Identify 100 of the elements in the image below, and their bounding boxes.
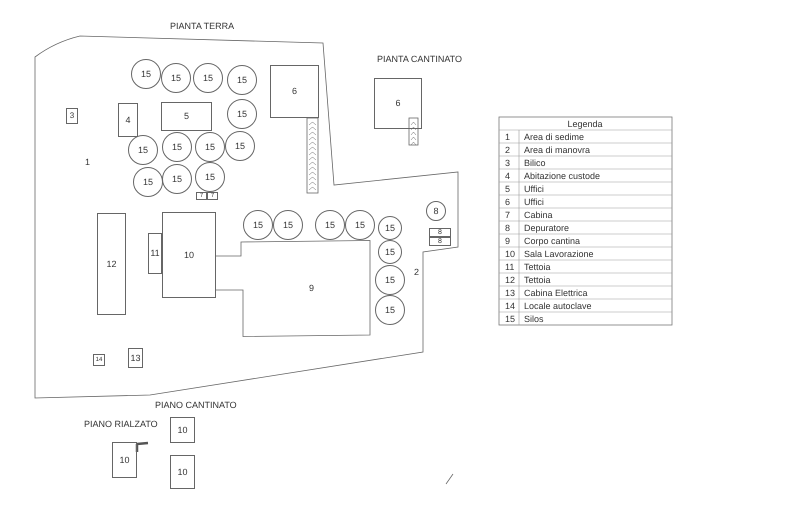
drawing-title: PIANTA TERRA — [170, 22, 234, 31]
area-number: 15 — [252, 220, 263, 230]
area-number: 9 — [308, 284, 314, 293]
silo-circle — [162, 132, 192, 162]
building-outline — [128, 348, 143, 368]
area-number: 15 — [384, 224, 395, 232]
legend-number: 15 — [505, 315, 516, 324]
area-number: 11 — [150, 249, 160, 258]
area-number: 15 — [384, 306, 395, 314]
legend-number: 5 — [505, 185, 510, 194]
silo-circle — [375, 295, 405, 325]
drawing-title: PIANO CANTINATO — [155, 401, 237, 410]
legend-number: 12 — [505, 276, 516, 285]
area-number: 8 — [433, 206, 438, 216]
area-number: 10 — [177, 468, 188, 476]
legend-entry: Sala Lavorazione — [524, 250, 594, 259]
legend-entry: Locale autoclave — [524, 302, 592, 311]
legend-entry: Area di manovra — [524, 146, 590, 155]
building-outline — [112, 442, 137, 478]
silo-circle — [227, 65, 257, 95]
silo-circle — [193, 63, 223, 93]
building-outline — [270, 65, 319, 118]
building-outline — [162, 212, 216, 298]
area-number: 15 — [172, 174, 182, 184]
area-number: 4 — [125, 116, 130, 124]
silo-circle — [426, 201, 446, 221]
area-number: 15 — [236, 110, 247, 118]
silo-circle — [378, 216, 402, 240]
drawing-title: PIANO RIALZATO — [84, 420, 158, 429]
area-number: 15 — [384, 248, 395, 256]
area-number: 15 — [236, 76, 247, 84]
legend-entry: Tettoia — [524, 276, 551, 285]
legend-number: 2 — [505, 146, 510, 155]
area-number: 15 — [142, 178, 153, 186]
building-outline — [93, 354, 105, 366]
silo-circle — [195, 162, 225, 192]
silo-circle — [131, 59, 161, 89]
area-number: 2 — [414, 268, 420, 277]
legend-number: 14 — [505, 302, 516, 311]
legend-number: 9 — [505, 237, 510, 246]
legend-number: 7 — [505, 211, 510, 220]
legend-entry: Abitazione custode — [524, 172, 600, 181]
area-number: 6 — [395, 99, 400, 108]
building-outline — [66, 108, 78, 124]
building-outline — [170, 455, 195, 489]
area-number: 15 — [282, 220, 293, 230]
building-outline — [161, 102, 212, 131]
legend-entry: Area di sedime — [524, 133, 584, 142]
legend-entry: Uffici — [524, 198, 544, 207]
legend-entry: Cabina — [524, 211, 553, 220]
area-number: 15 — [234, 142, 245, 150]
legend-entry: Bilico — [524, 159, 546, 168]
area-number: 15 — [384, 276, 395, 284]
silo-circle — [195, 132, 225, 162]
area-number: 15 — [204, 142, 215, 152]
silo-circle — [227, 99, 257, 129]
area-number: 15 — [324, 220, 335, 230]
area-number: 10 — [119, 456, 130, 464]
legend-entry: Corpo cantina — [524, 237, 580, 246]
legend-number: 4 — [505, 172, 510, 181]
area-number: 6 — [292, 87, 297, 96]
silo-circle — [315, 210, 345, 240]
building-outline — [216, 240, 371, 337]
silo-circle — [162, 164, 192, 194]
building-outline — [118, 103, 138, 137]
legend-entry: Silos — [524, 315, 544, 324]
silo-circle — [375, 265, 405, 295]
silo-circle — [225, 131, 255, 161]
legend-entry: Tettoia — [524, 263, 551, 272]
area-number: 15 — [204, 172, 215, 182]
area-number: 3 — [70, 112, 74, 120]
legend-entry: Depuratore — [524, 224, 570, 233]
area-number: 15 — [354, 220, 365, 230]
area-number: 5 — [184, 112, 189, 121]
legend-number: 11 — [505, 263, 514, 272]
building-outline — [170, 417, 195, 443]
area-number: 10 — [184, 250, 194, 260]
area-number: 15 — [138, 146, 148, 154]
silo-circle — [243, 210, 273, 240]
legend-number: 8 — [505, 224, 510, 233]
building-outline — [148, 233, 162, 274]
area-number: 15 — [170, 74, 181, 82]
legend-number: 1 — [505, 133, 510, 142]
building-outline — [429, 228, 451, 237]
legend-number: 13 — [505, 289, 516, 298]
building-outline — [207, 192, 218, 200]
building-outline — [374, 78, 422, 129]
silo-circle — [345, 210, 375, 240]
legend-entry: Cabina Elettrica — [524, 289, 588, 298]
building-outline — [97, 213, 126, 315]
legend-number: 3 — [505, 159, 510, 168]
silo-circle — [133, 167, 163, 197]
area-number: 15 — [172, 142, 182, 152]
area-number: 13 — [130, 354, 140, 362]
drawing-title: PIANTA CANTINATO — [377, 55, 462, 64]
legend-number: 10 — [505, 250, 516, 259]
silo-circle — [161, 63, 191, 93]
legend-heading: Legenda — [568, 120, 603, 129]
silo-circle — [128, 135, 158, 165]
legend-number: 6 — [505, 198, 510, 207]
